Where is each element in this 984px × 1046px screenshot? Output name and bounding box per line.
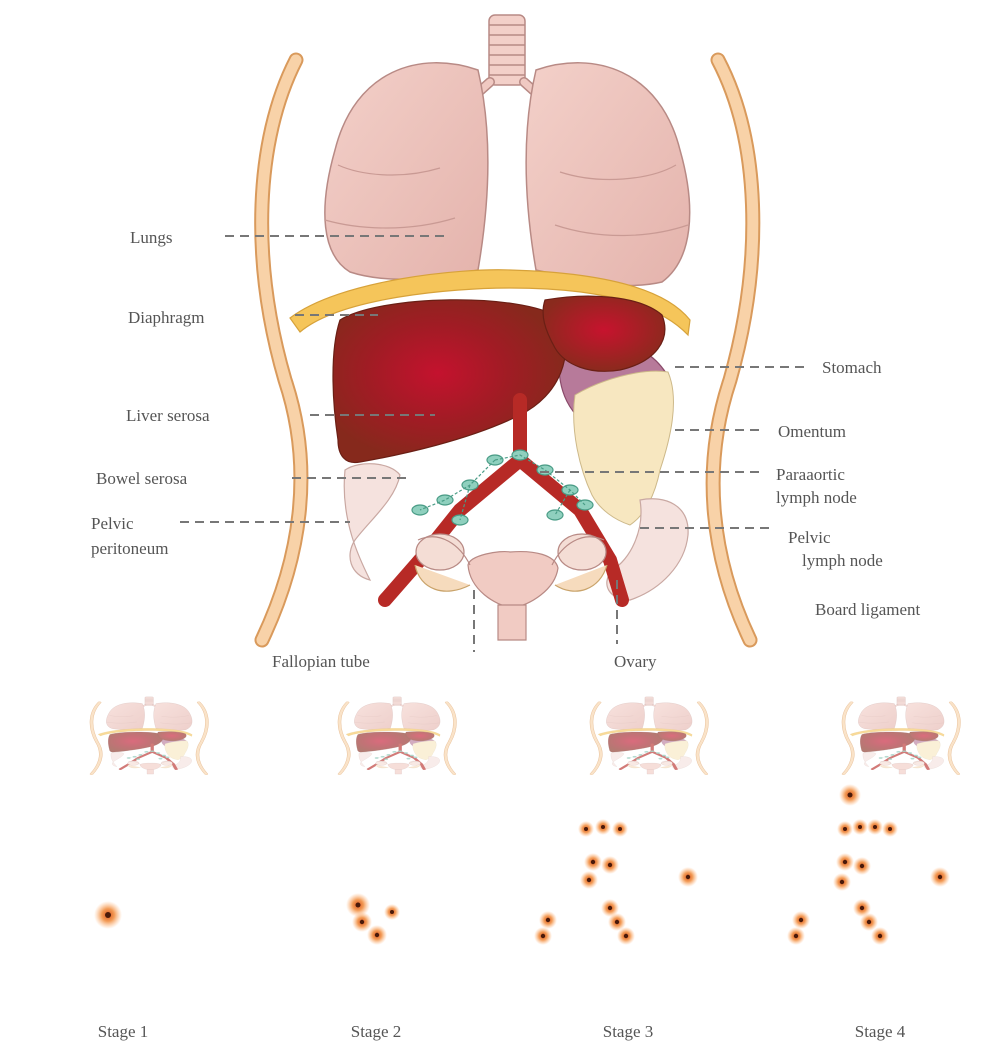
stage4-anatomy [843,697,958,774]
stage3-anatomy [591,697,706,774]
label-paraaortic-line1: Paraaortic [776,465,845,485]
stage-4-label: Stage 4 [820,1022,940,1042]
label-liver-serosa: Liver serosa [126,406,210,426]
label-paraaortic-line2: lymph node [776,488,857,508]
label-board-ligament: Board ligament [815,600,920,620]
stage2-anatomy [339,697,454,774]
label-bowel-serosa: Bowel serosa [96,469,187,489]
label-pelvic-peritoneum-line1: Pelvic [91,514,134,534]
label-pelvic-peritoneum-line2: peritoneum [91,539,168,559]
stage-1-label: Stage 1 [63,1022,183,1042]
label-lungs: Lungs [130,228,173,248]
label-omentum: Omentum [778,422,846,442]
stage-3-label: Stage 3 [568,1022,688,1042]
label-pelvic-lymph-line2: lymph node [802,551,883,571]
label-diaphragm: Diaphragm [128,308,204,328]
stage-thumbnails [91,697,958,774]
label-ovary: Ovary [614,652,656,672]
stage1-anatomy [91,697,206,774]
label-pelvic-lymph-line1: Pelvic [788,528,831,548]
tumor-foci [94,784,950,945]
label-fallopian-tube: Fallopian tube [272,652,370,672]
label-stomach: Stomach [822,358,882,378]
main-anatomy [262,15,753,640]
stage-2-label: Stage 2 [316,1022,436,1042]
